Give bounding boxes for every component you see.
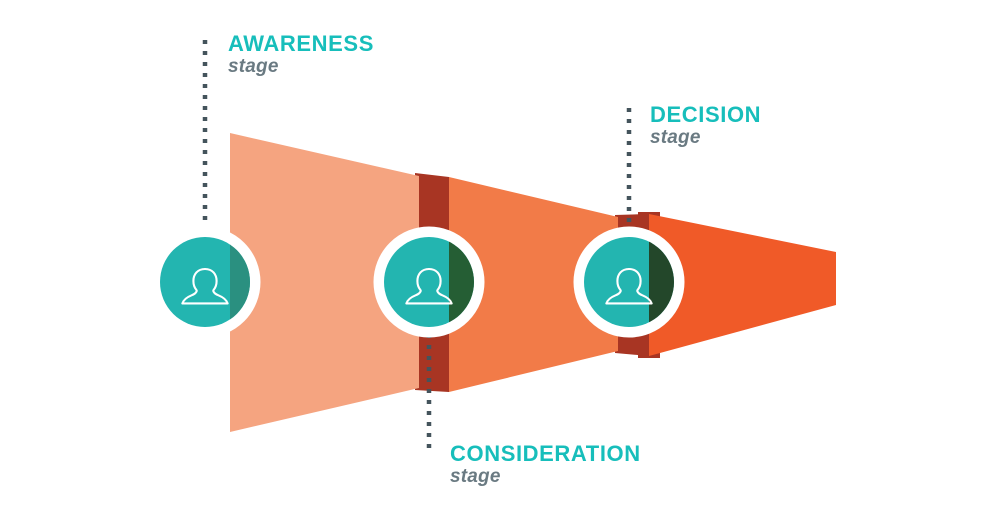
node-ring-consideration <box>373 226 485 338</box>
stage-label-decision: DECISION stage <box>650 104 761 150</box>
segment-awareness-front <box>230 133 419 432</box>
stage-subtitle-consideration: stage <box>450 466 501 487</box>
stage-label-consideration: CONSIDERATION stage <box>450 443 641 489</box>
funnel-node-decision[interactable] <box>573 214 836 356</box>
node-ring-awareness <box>149 226 261 338</box>
segment-consideration-front <box>449 177 618 392</box>
stage-subtitle-awareness: stage <box>228 56 279 77</box>
node-ring-decision <box>573 226 685 338</box>
stage-title-decision: DECISION <box>650 102 762 127</box>
stage-label-awareness: AWARENESS stage <box>228 33 374 79</box>
stage-subtitle-decision: stage <box>650 127 701 148</box>
stage-title-awareness: AWARENESS <box>228 31 374 56</box>
funnel-node-awareness[interactable] <box>149 133 419 432</box>
funnel-node-consideration[interactable] <box>373 177 618 392</box>
stage-title-consideration: CONSIDERATION <box>450 441 641 466</box>
segment-decision-front <box>649 214 836 356</box>
node-disc-awareness <box>160 237 250 327</box>
